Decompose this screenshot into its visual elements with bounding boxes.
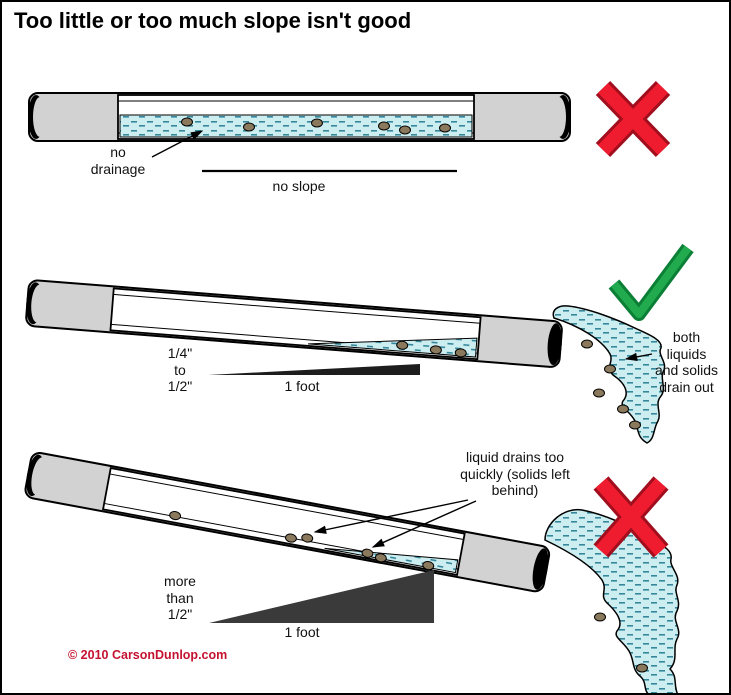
slope-wedge-large bbox=[209, 570, 434, 623]
no-slope-label: no slope bbox=[272, 178, 326, 194]
solids-left-behind bbox=[169, 511, 435, 571]
more-than-half-inch-label: more than 1/2" bbox=[164, 573, 196, 623]
no-drainage-pointer-arrow bbox=[151, 130, 204, 158]
x-icon bbox=[595, 81, 671, 157]
quick-drain-pointer-arrow-2 bbox=[371, 500, 477, 548]
check-icon bbox=[608, 243, 694, 321]
quarter-to-half-inch-label: 1/4" to 1/2" bbox=[167, 345, 193, 395]
slope-wedge-small bbox=[208, 364, 420, 375]
waste-solids bbox=[396, 340, 467, 358]
waste-solids bbox=[181, 117, 451, 135]
copyright-text: © 2010 CarsonDunlop.com bbox=[68, 648, 228, 662]
page-title: Too little or too much slope isn't good bbox=[14, 8, 412, 33]
no-drainage-label: no drainage bbox=[90, 144, 146, 177]
both-liquids-solids-label: both liquids and solids drain out bbox=[654, 329, 719, 395]
one-foot-label-correct: 1 foot bbox=[284, 378, 320, 394]
x-icon bbox=[593, 476, 669, 558]
liquid-drains-too-quickly-label: liquid drains too quickly (solids left b… bbox=[460, 449, 570, 499]
stream-solids bbox=[581, 339, 641, 430]
drain-stream-good bbox=[552, 305, 666, 444]
standing-water bbox=[119, 114, 473, 138]
stream-solids bbox=[594, 612, 648, 673]
pipe-no-slope bbox=[28, 92, 571, 142]
one-foot-label-steep: 1 foot bbox=[284, 624, 320, 640]
pipe-steep-slope bbox=[24, 451, 551, 593]
drain-out-pointer-arrow bbox=[624, 352, 653, 362]
quick-drain-pointer-arrow-1 bbox=[313, 499, 469, 534]
pipe-correct-slope bbox=[25, 279, 563, 368]
